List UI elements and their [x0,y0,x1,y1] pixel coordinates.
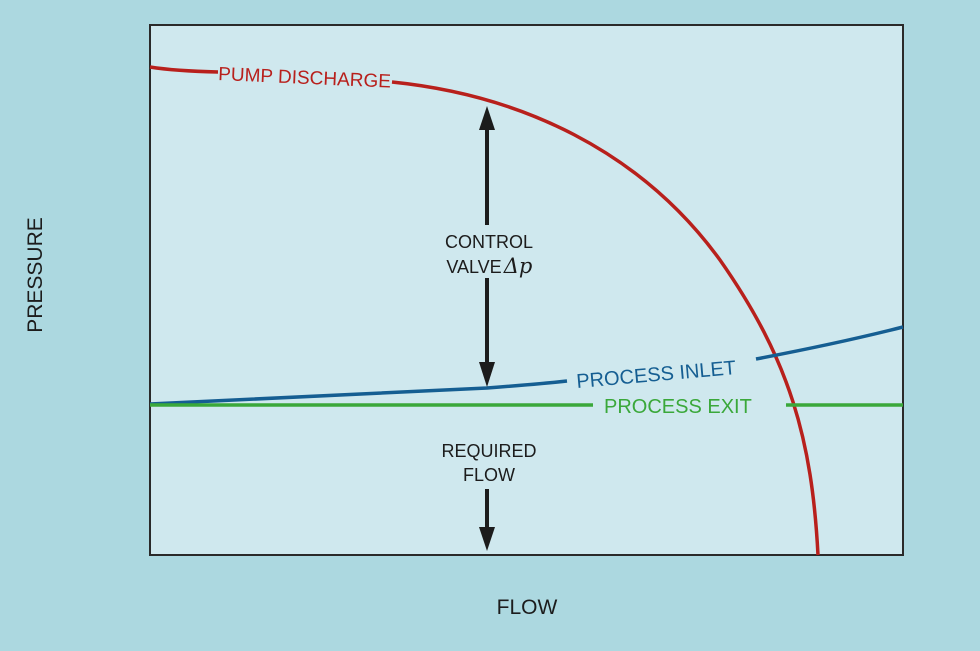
plot-area [149,24,904,556]
control-valve-label-line2: VALVE [446,257,501,277]
control-valve-label-line1: CONTROL [445,232,533,252]
required-flow-label-line1: REQUIRED [441,441,536,461]
delta-p-label: Δp [503,254,533,278]
control-valve-arrow [479,106,495,387]
x-axis-label: FLOW [497,596,558,619]
y-axis-label: PRESSURE [24,217,47,333]
required-flow-arrow [479,489,495,551]
pump-discharge-curve [149,65,820,556]
process-inlet-curve [149,325,904,406]
process-exit-label: PROCESS EXIT [604,396,752,418]
required-flow-label-line2: FLOW [463,465,515,485]
